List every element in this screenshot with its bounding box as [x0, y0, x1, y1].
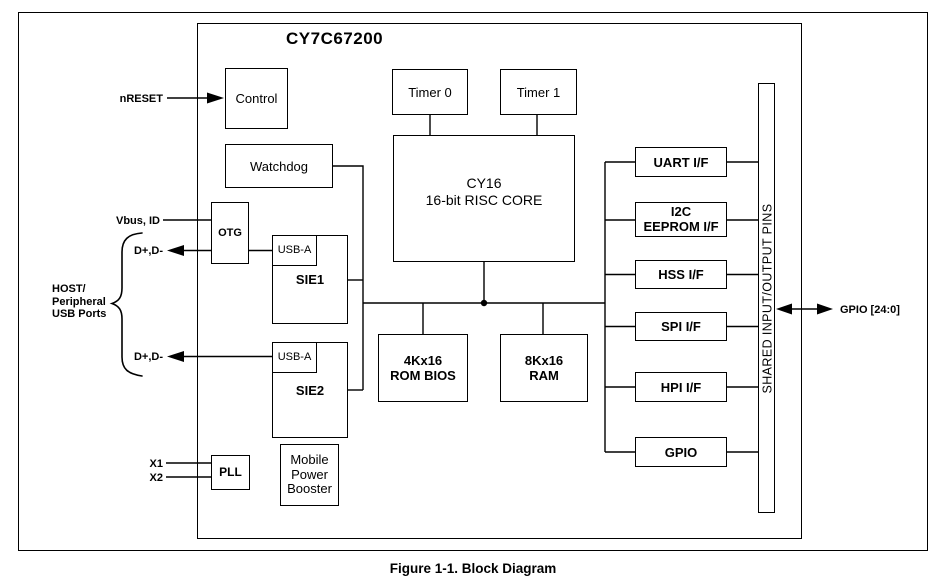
block-control: Control — [225, 68, 288, 129]
block-risc-core: CY16 16-bit RISC CORE — [393, 135, 575, 262]
figure-caption: Figure 1-1. Block Diagram — [389, 561, 557, 576]
block-risc-core-line1: CY16 — [466, 174, 502, 191]
block-watchdog-label: Watchdog — [249, 158, 309, 174]
block-uart-if: UART I/F — [635, 147, 727, 177]
block-usba-sie2: USB-A — [272, 342, 317, 373]
block-ram-line2: RAM — [529, 368, 559, 383]
block-usba-sie1-label: USB-A — [277, 244, 312, 256]
host-usb-ports-label: HOST/ Peripheral USB Ports — [52, 283, 106, 321]
host-label-line3: USB Ports — [52, 308, 107, 320]
block-control-label: Control — [235, 91, 278, 106]
block-shared-io-pins-label: SHARED INPUT/OUTPUT PINS — [759, 203, 774, 393]
block-i2c-eeprom-if: I2C EEPROM I/F — [635, 202, 727, 237]
pin-label-dplus-bottom: D+,D- — [133, 351, 163, 363]
block-gpio: GPIO — [635, 437, 727, 467]
block-otg: OTG — [211, 202, 249, 264]
block-pll-label: PLL — [219, 465, 242, 479]
block-pll: PLL — [211, 455, 250, 490]
block-timer1: Timer 1 — [500, 69, 577, 115]
pin-label-nreset: nRESET — [119, 92, 163, 105]
block-i2c-line2: EEPROM I/F — [643, 218, 719, 234]
host-label-line1: HOST/ — [52, 283, 86, 295]
block-usba-sie2-label: USB-A — [277, 351, 312, 363]
block-timer0-label: Timer 0 — [408, 84, 452, 100]
block-sie2-label: SIE2 — [295, 382, 325, 398]
block-usba-sie1: USB-A — [272, 235, 317, 266]
chip-boundary — [197, 23, 802, 539]
block-mobile-power-booster: Mobile Power Booster — [280, 444, 339, 506]
block-timer0: Timer 0 — [392, 69, 468, 115]
block-timer1-label: Timer 1 — [516, 84, 561, 100]
pin-label-dplus-top: D+,D- — [133, 245, 163, 257]
block-hpi-if: HPI I/F — [635, 372, 727, 402]
pin-label-vbus-id: Vbus, ID — [115, 214, 160, 227]
block-ram-line1: 8Kx16 — [524, 353, 564, 368]
block-otg-label: OTG — [218, 226, 242, 239]
block-mobile-line1: Mobile — [290, 452, 329, 468]
block-spi-if: SPI I/F — [635, 312, 727, 341]
block-uart-if-label: UART I/F — [653, 154, 709, 170]
pin-label-x1: X1 — [149, 457, 163, 470]
block-hss-if: HSS I/F — [635, 260, 727, 289]
block-gpio-label: GPIO — [664, 444, 698, 460]
block-i2c-line1: I2C — [670, 204, 692, 219]
block-rom-bios: 4Kx16 ROM BIOS — [378, 334, 468, 402]
block-watchdog: Watchdog — [225, 144, 333, 188]
block-hpi-if-label: HPI I/F — [660, 379, 702, 395]
pin-label-gpio-bus: GPIO [24:0] — [840, 303, 900, 316]
outer-border — [18, 12, 928, 551]
block-shared-io-pins — [758, 83, 775, 513]
block-rom-line2: ROM BIOS — [390, 368, 456, 383]
pin-label-x2: X2 — [149, 471, 163, 484]
chip-title: CY7C67200 — [286, 29, 384, 48]
block-mobile-line3: Booster — [287, 481, 332, 497]
block-sie1-label: SIE1 — [295, 272, 325, 287]
block-mobile-line2: Power — [291, 466, 328, 482]
block-hss-if-label: HSS I/F — [658, 267, 704, 282]
host-label-line2: Peripheral — [52, 295, 106, 308]
block-risc-core-line2: 16-bit RISC CORE — [425, 191, 543, 208]
block-spi-if-label: SPI I/F — [661, 319, 701, 334]
block-rom-line1: 4Kx16 — [403, 353, 443, 368]
block-ram: 8Kx16 RAM — [500, 334, 588, 402]
